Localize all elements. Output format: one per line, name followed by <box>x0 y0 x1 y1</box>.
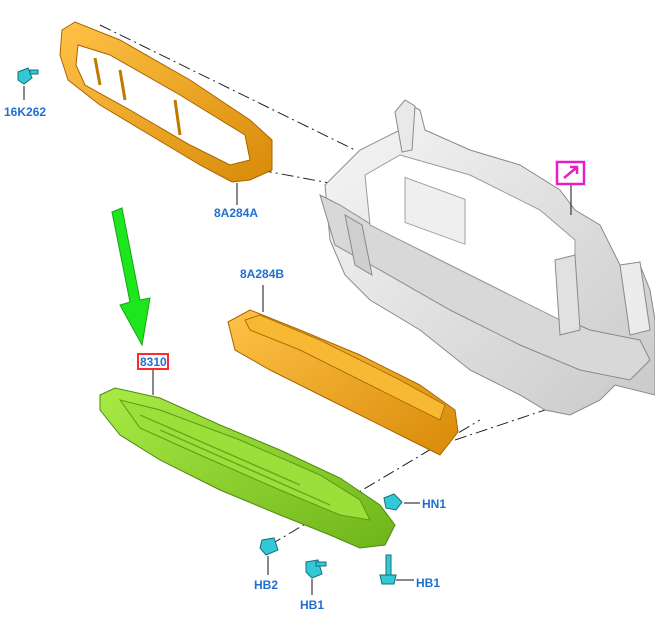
label-hb1-right[interactable]: HB1 <box>416 576 440 590</box>
fasteners <box>17 67 403 585</box>
label-8a284b[interactable]: 8A284B <box>240 267 284 281</box>
label-hb1-left[interactable]: HB1 <box>300 598 324 612</box>
label-16k262[interactable]: 16K262 <box>4 105 46 119</box>
label-8a284a[interactable]: 8A284A <box>214 206 258 220</box>
label-hn1[interactable]: HN1 <box>422 497 446 511</box>
bolt-hb1-right-icon[interactable] <box>379 554 397 585</box>
lower-air-deflector[interactable] <box>227 309 459 456</box>
clip-16k262-icon[interactable] <box>17 67 39 85</box>
label-hb2[interactable]: HB2 <box>254 578 278 592</box>
splash-shield[interactable] <box>99 387 396 549</box>
leader-lines <box>23 86 572 595</box>
highlight-box <box>137 353 169 370</box>
radiator-support-carrier <box>319 99 655 416</box>
nut-hn1-icon[interactable] <box>383 493 403 511</box>
external-link-icon[interactable] <box>555 160 586 186</box>
bolt-hb2-icon[interactable] <box>259 537 279 556</box>
green-arrow-icon <box>111 207 151 347</box>
bolt-hb1-left-icon[interactable] <box>305 559 327 579</box>
upper-air-deflector[interactable] <box>59 21 273 183</box>
label-8310[interactable]: 8310 <box>140 355 167 369</box>
callouts: 16K262 8A284A 8A284B 8310 HN1 HB2 HB1 HB… <box>4 105 446 612</box>
